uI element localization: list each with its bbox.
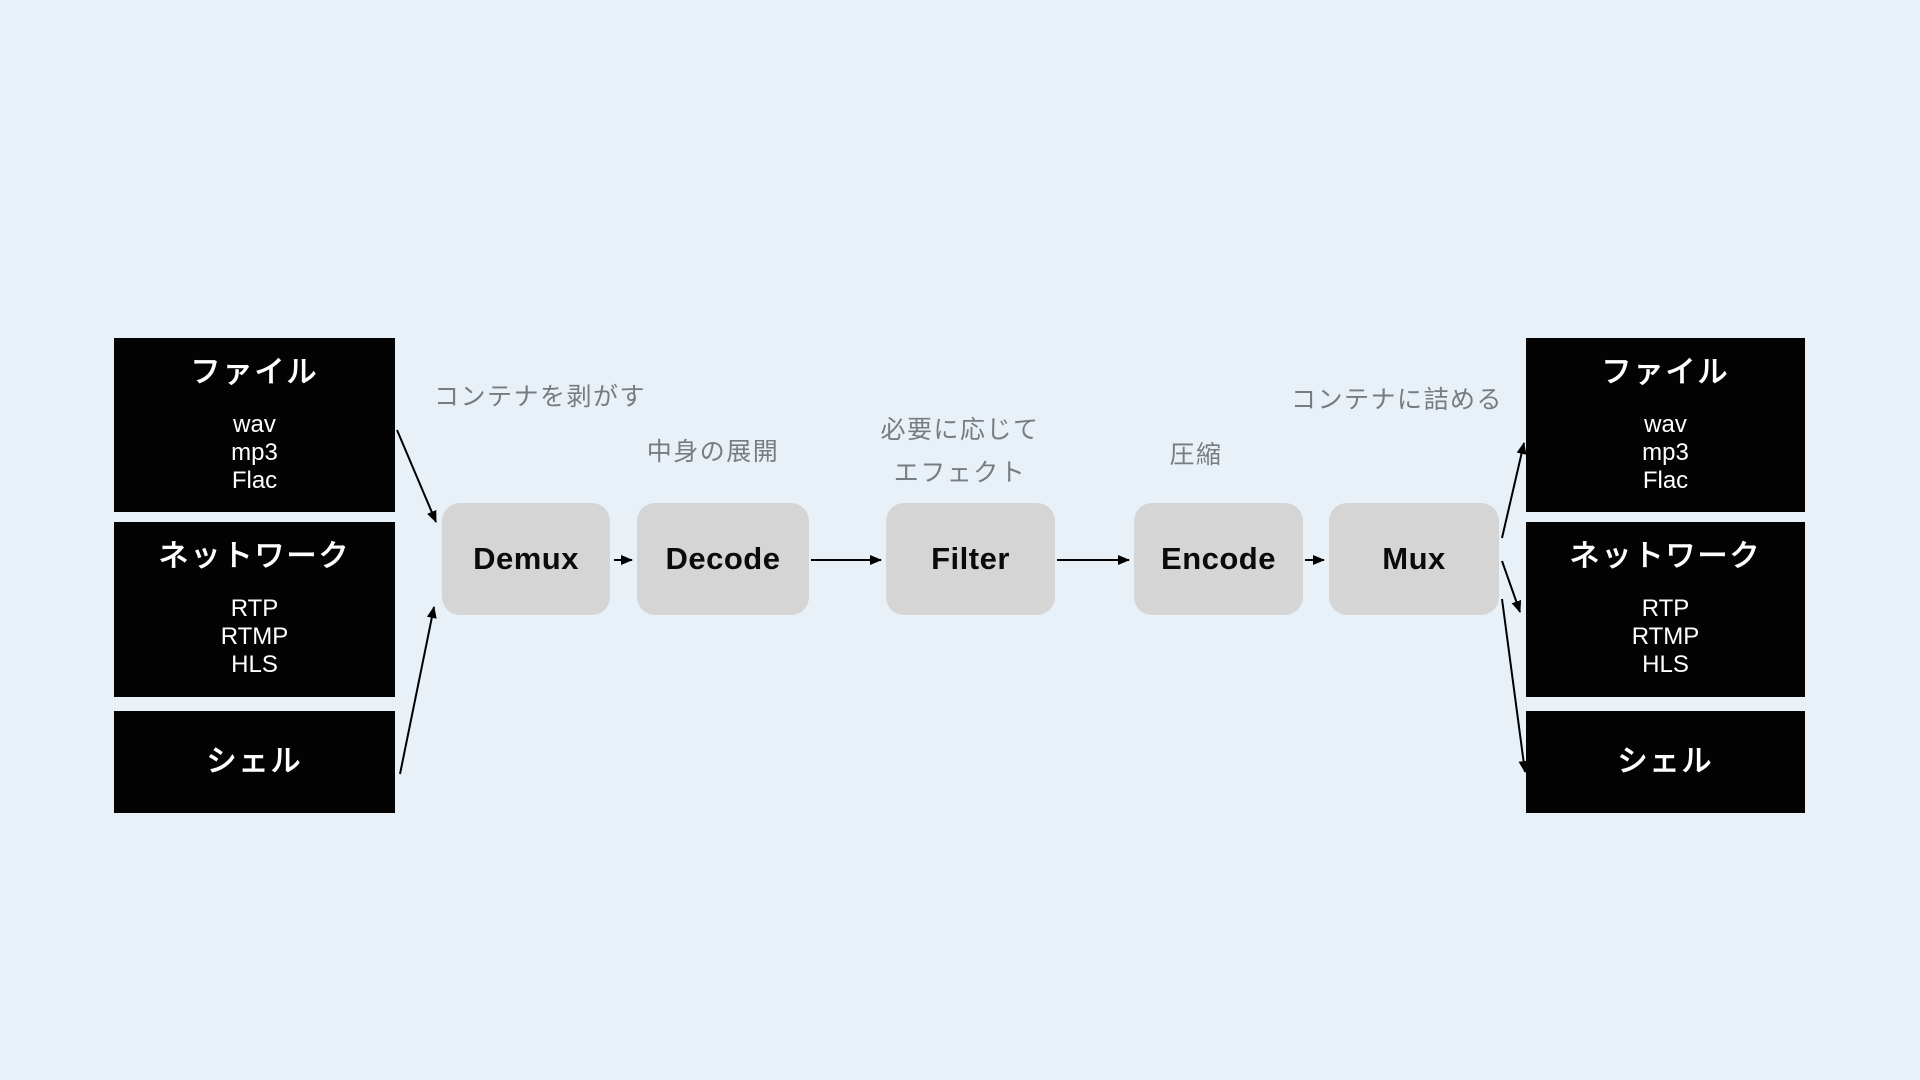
input-network-box: ネットワーク RTP RTMP HLS <box>114 522 395 697</box>
input-file-title: ファイル <box>190 356 319 389</box>
annotation-encode: 圧縮 <box>1169 441 1223 469</box>
stage-decode-label: Decode <box>665 541 781 576</box>
stage-mux: Mux <box>1329 503 1499 615</box>
protocol-item: RTP <box>230 595 279 622</box>
output-network-box: ネットワーク RTP RTMP HLS <box>1526 522 1805 697</box>
arrow-mux-to-network <box>1501 560 1522 613</box>
output-shell-title: シェル <box>1617 745 1714 778</box>
annotation-filter-line2: エフェクト <box>893 459 1027 487</box>
output-file-box: ファイル wav mp3 Flac <box>1526 338 1805 512</box>
input-shell-box: シェル <box>114 711 395 813</box>
output-shell-box: シェル <box>1526 711 1805 813</box>
input-file-box: ファイル wav mp3 Flac <box>114 338 395 512</box>
format-item: wav <box>233 411 276 438</box>
arrow-mux-to-file <box>1501 442 1527 539</box>
output-file-title: ファイル <box>1601 356 1730 389</box>
input-network-protocols: RTP RTMP HLS <box>221 595 289 679</box>
input-network-title: ネットワーク <box>158 540 351 573</box>
protocol-item: RTMP <box>220 623 289 650</box>
protocol-item: RTMP <box>1631 623 1700 650</box>
stage-demux-label: Demux <box>473 541 579 576</box>
stage-decode: Decode <box>637 503 809 615</box>
annotation-filter: 必要に応じて エフェクト <box>810 409 1110 495</box>
arrow-mux-to-shell <box>1501 598 1529 773</box>
output-network-protocols: RTP RTMP HLS <box>1632 595 1700 679</box>
protocol-item: HLS <box>231 651 278 678</box>
arrow-file-to-demux <box>396 429 437 523</box>
stage-filter: Filter <box>886 503 1055 615</box>
annotation-mux: コンテナに詰める <box>1290 386 1503 414</box>
input-shell-title: シェル <box>206 745 303 778</box>
output-network-title: ネットワーク <box>1569 540 1762 573</box>
protocol-item: HLS <box>1642 651 1689 678</box>
format-item: wav <box>1644 411 1687 438</box>
stage-demux: Demux <box>442 503 610 615</box>
annotation-demux: コンテナを剥がす <box>433 383 646 411</box>
format-item: mp3 <box>231 439 278 466</box>
stage-filter-label: Filter <box>931 541 1010 576</box>
input-file-formats: wav mp3 Flac <box>231 411 278 495</box>
format-item: mp3 <box>1642 439 1689 466</box>
stage-encode: Encode <box>1134 503 1303 615</box>
arrow-shell-to-demux <box>399 606 437 775</box>
protocol-item: RTP <box>1641 595 1690 622</box>
stage-encode-label: Encode <box>1161 541 1276 576</box>
format-item: Flac <box>1642 467 1689 494</box>
annotation-decode: 中身の展開 <box>646 438 780 466</box>
output-file-formats: wav mp3 Flac <box>1642 411 1689 495</box>
format-item: Flac <box>231 467 278 494</box>
annotation-filter-line1: 必要に応じて <box>880 416 1040 444</box>
stage-mux-label: Mux <box>1382 541 1446 576</box>
